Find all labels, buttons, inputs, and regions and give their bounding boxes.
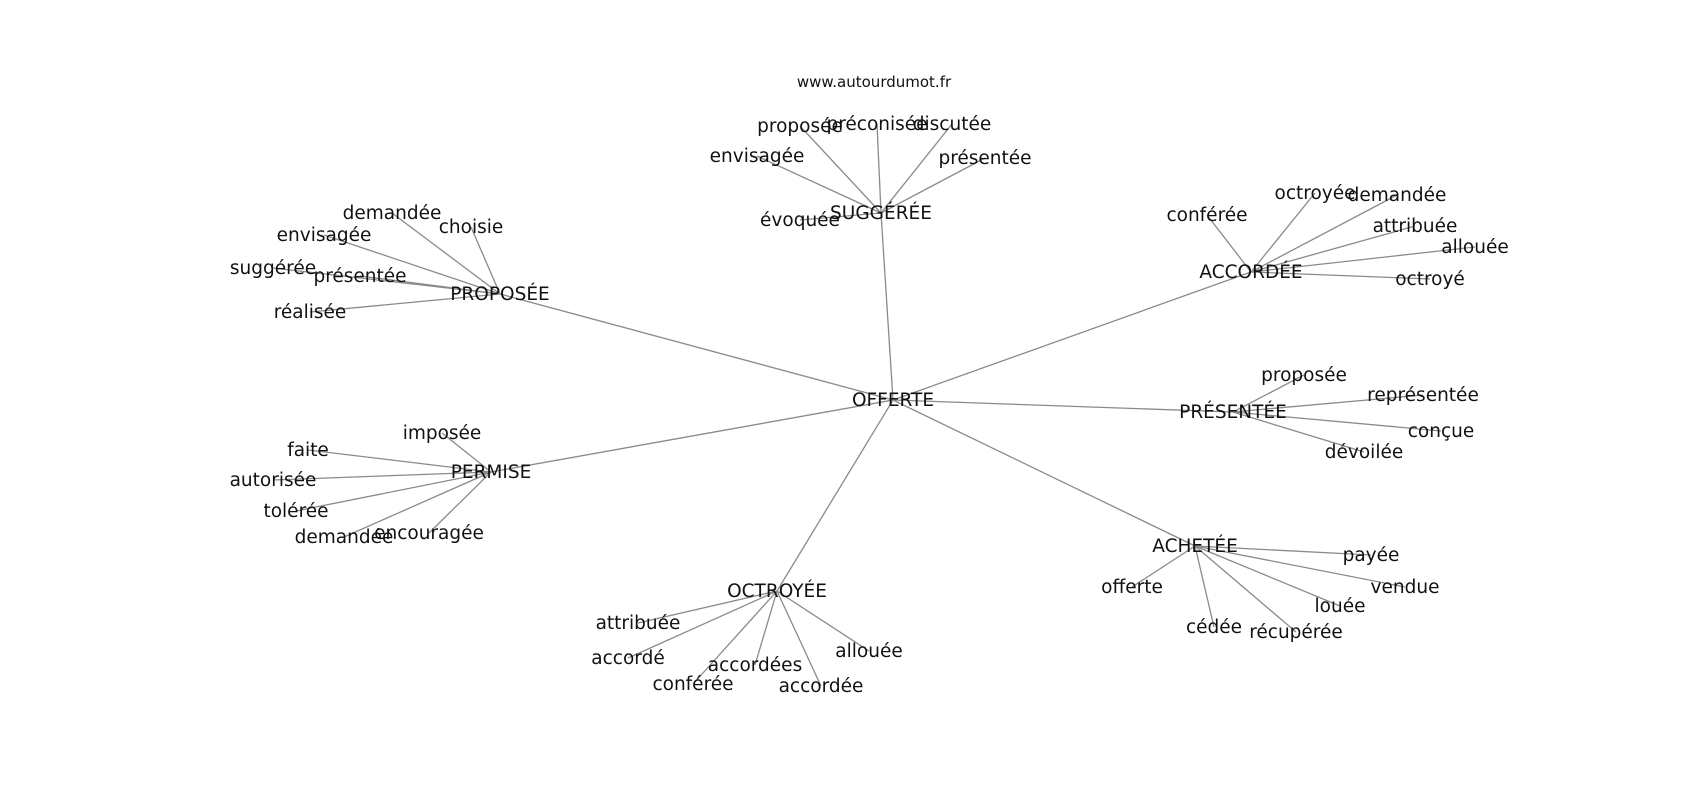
edge-hub-to-leaf [1131,545,1196,588]
leaf-word[interactable]: octroyée [1275,183,1356,204]
edge-hub-to-leaf [1232,411,1365,453]
edge-hub-to-leaf [1232,394,1424,413]
leaf-word[interactable]: choisie [439,217,504,238]
edge-hub-to-leaf [1232,411,1442,432]
hub-word[interactable]: SUGGÉRÉE [830,202,932,224]
edge-hub-to-leaf [307,449,492,473]
leaf-word[interactable]: présentée [313,266,406,287]
leaf-word[interactable]: octroyé [1395,269,1465,290]
hub-word[interactable]: PERMISE [451,462,532,483]
leaf-word[interactable]: réalisée [274,302,347,323]
leaf-word[interactable]: attribuée [596,613,681,634]
edge-hub-to-leaf [1194,545,1372,556]
leaf-word[interactable]: encouragée [374,523,484,544]
edge-hub-to-leaf [876,123,882,214]
edge-hub-to-leaf [880,157,986,214]
leaf-word[interactable]: suggérée [230,258,316,279]
hub-word[interactable]: ACCORDÉE [1199,261,1302,283]
leaf-word[interactable]: faite [287,440,329,461]
edge-hub-to-leaf [1194,545,1406,588]
edge-center-to-hub [892,399,1234,413]
leaf-word[interactable]: accordé [591,648,664,669]
leaf-word[interactable]: demandée [343,203,442,224]
leaf-word[interactable]: proposée [1261,365,1347,386]
leaf-word[interactable]: envisagée [710,146,805,167]
edge-hub-to-leaf [1194,545,1215,628]
leaf-word[interactable]: représentée [1367,385,1479,406]
leaf-word[interactable]: récupérée [1249,622,1343,643]
edge-hub-to-leaf [470,226,501,295]
edge-center-to-hub [892,399,1196,547]
edge-hub-to-leaf [441,432,492,473]
hub-word[interactable]: ACHETÉE [1152,535,1238,557]
edge-hub-to-leaf [1206,214,1252,273]
edge-hub-to-leaf [1250,194,1398,273]
leaf-word[interactable]: offerte [1101,577,1163,598]
leaf-word[interactable]: envisagée [277,225,372,246]
edge-hub-to-leaf [880,123,953,214]
leaf-word[interactable]: allouée [835,641,902,662]
leaf-word[interactable]: attribuée [1373,216,1458,237]
leaf-word[interactable]: conférée [652,674,733,695]
edge-hub-to-leaf [391,212,501,295]
leaf-word[interactable]: présentée [938,148,1031,169]
edge-hub-to-leaf [756,155,882,214]
leaf-word[interactable]: accordées [708,655,802,676]
edge-hub-to-leaf [309,293,501,313]
edge-hub-to-leaf [799,212,882,221]
leaf-word[interactable]: dévoilée [1325,442,1403,463]
edge-center-to-hub [490,399,894,473]
edge-hub-to-leaf [1194,545,1297,633]
leaf-word[interactable]: évoquée [760,210,840,231]
edge-hub-to-leaf [776,590,822,687]
leaf-word[interactable]: allouée [1441,237,1508,258]
edge-hub-to-leaf [692,590,778,685]
edge-hub-to-leaf [295,471,492,512]
hub-word[interactable]: OCTROYÉE [727,580,827,602]
leaf-word[interactable]: autorisée [230,470,317,491]
edge-center-to-hub [892,271,1252,401]
edge-hub-to-leaf [1250,225,1416,273]
edge-hub-to-leaf [1232,374,1305,413]
hub-word[interactable]: PRÉSENTÉE [1179,401,1287,423]
edge-hub-to-leaf [359,275,501,295]
edge-hub-to-leaf [627,590,778,659]
leaf-word[interactable]: conçue [1408,421,1475,442]
leaf-word[interactable]: payée [1343,545,1400,566]
edge-hub-to-leaf [272,471,492,481]
leaf-word[interactable]: vendue [1371,577,1440,598]
leaf-word[interactable]: demandée [295,527,394,548]
edge-hub-to-leaf [1250,246,1476,273]
center-word[interactable]: OFFERTE [852,390,934,411]
edge-hub-to-leaf [343,471,492,538]
leaf-word[interactable]: cédée [1186,617,1242,638]
leaf-word[interactable]: demandée [1348,185,1447,206]
label-layer: OFFERTESUGGÉRÉEproposéepréconiséediscuté… [230,114,1509,697]
edge-hub-to-leaf [1250,192,1316,273]
edge-hub-to-leaf [776,590,870,652]
edge-center-to-hub [776,399,894,592]
leaf-word[interactable]: préconisée [826,114,927,135]
edge-hub-to-leaf [428,471,492,534]
leaf-word[interactable]: accordée [779,676,864,697]
leaf-word[interactable]: proposée [757,116,843,137]
edge-center-to-hub [499,293,894,401]
leaf-word[interactable]: tolérée [263,501,328,522]
edge-hub-to-leaf [637,590,778,624]
source-label: www.autourdumot.fr [797,73,952,91]
edge-hub-to-leaf [1250,271,1431,280]
leaf-word[interactable]: louée [1315,596,1366,617]
edge-hub-to-leaf [754,590,778,666]
leaf-word[interactable]: imposée [403,423,482,444]
edge-hub-to-leaf [799,125,882,214]
edge-hub-to-leaf [323,234,501,295]
hub-word[interactable]: PROPOSÉE [450,283,549,305]
edge-center-to-hub [880,212,894,401]
leaf-word[interactable]: discutée [913,114,991,135]
leaf-word[interactable]: conférée [1166,205,1247,226]
edge-hub-to-leaf [1194,545,1341,607]
edge-layer [272,123,1476,687]
